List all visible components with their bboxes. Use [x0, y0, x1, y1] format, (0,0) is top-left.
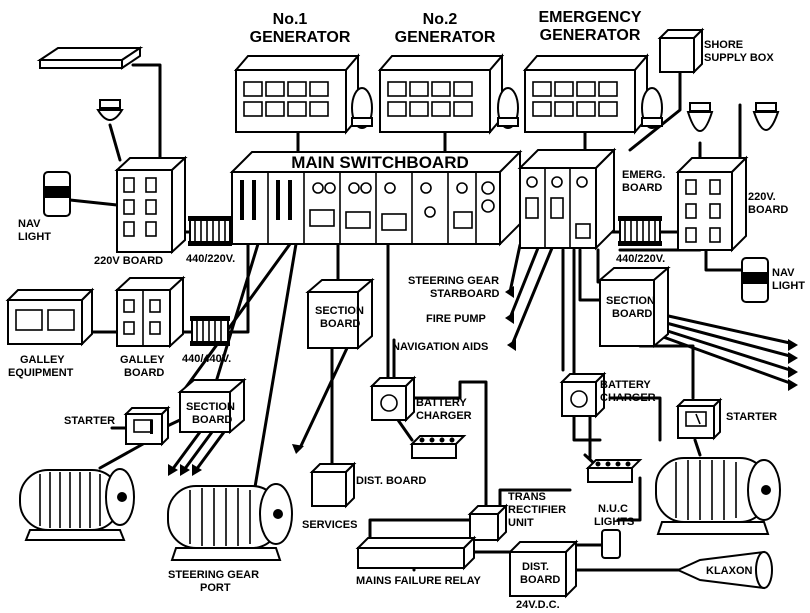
steering-starboard-label-2: STARBOARD — [430, 288, 500, 300]
galley-equipment-label-1: GALLEY — [20, 354, 65, 366]
steering-starboard-label-1: STEERING GEAR — [408, 275, 499, 287]
section-board-center-label-1: SECTION — [315, 305, 364, 317]
nav-light-left-label-2: LIGHT — [18, 231, 51, 243]
services-label: SERVICES — [302, 519, 357, 531]
shore-label-2: SUPPLY BOX — [704, 52, 774, 64]
emerg-gen-label-1: EMERGENCY — [538, 9, 641, 26]
battery-charger-right-label-2: CHARGER — [600, 392, 656, 404]
battery-charger-left — [372, 378, 414, 420]
dist-board-24v-label-2: BOARD — [520, 574, 560, 586]
board-220v-right — [678, 158, 746, 250]
trans-rectifier-unit — [470, 506, 506, 540]
emergency-board — [520, 150, 614, 248]
transformer-left-label: 440/220V. — [186, 253, 235, 265]
shore-supply-box — [660, 30, 702, 72]
trans-label-3: UNIT — [508, 517, 534, 529]
galley-board — [117, 278, 183, 346]
section-board-right-label-1: SECTION — [606, 295, 655, 307]
transformer-galley-label: 440/440V. — [182, 353, 231, 365]
nav-light-right — [742, 258, 768, 302]
gen2-label-2: GENERATOR — [395, 29, 496, 46]
starter-right — [678, 400, 720, 438]
trans-label-1: TRANS — [508, 491, 546, 503]
section-board-center-label-2: BOARD — [320, 318, 360, 330]
board-220v-right-label-1: 220V. — [748, 191, 776, 203]
lamp-globe-right-2 — [754, 103, 778, 130]
emerg-board-label-1: EMERG. — [622, 169, 665, 181]
generator-2 — [380, 56, 518, 132]
section-board-left-label-2: BOARD — [192, 414, 232, 426]
transformer-right — [618, 216, 662, 246]
fluorescent-light — [40, 48, 140, 68]
nav-light-right-label-2: LIGHT — [772, 280, 805, 292]
gen2-label-1: No.2 — [423, 11, 458, 28]
nav-light-left — [44, 172, 70, 216]
battery-charger-right-label-1: BATTERY — [600, 379, 651, 391]
starter-left — [126, 408, 168, 444]
steering-port-label-2: PORT — [200, 582, 231, 594]
motor-right — [656, 458, 780, 534]
lamp-globe-right-1 — [688, 103, 712, 131]
battery-left — [412, 436, 464, 458]
starter-right-label: STARTER — [726, 411, 777, 423]
generator-1 — [236, 56, 372, 132]
nav-light-right-label-1: NAV — [772, 267, 795, 279]
emerg-gen-label-2: GENERATOR — [540, 27, 641, 44]
galley-equipment — [8, 290, 92, 344]
transformer-left — [188, 216, 232, 246]
battery-charger-left-label-2: CHARGER — [416, 410, 472, 422]
galley-board-label-1: GALLEY — [120, 354, 165, 366]
battery-charger-right — [562, 374, 604, 416]
galley-board-label-2: BOARD — [124, 367, 164, 379]
nuc-label-1: N.U.C — [598, 503, 628, 515]
transformer-galley — [190, 316, 230, 346]
motor-left — [20, 469, 134, 540]
starter-left-label: STARTER — [64, 415, 115, 427]
nav-light-left-label-1: NAV — [18, 218, 41, 230]
board-220v-left-label: 220V BOARD — [94, 255, 163, 267]
nuc-label-2: LIGHTS — [594, 516, 634, 528]
dist-board-24v-label-1: DIST. — [522, 561, 549, 573]
battery-charger-left-label-1: BATTERY — [416, 397, 467, 409]
dist-board-center-label: DIST. BOARD — [356, 475, 426, 487]
nuc-light — [602, 530, 620, 558]
steering-port-label-1: STEERING GEAR — [168, 569, 259, 581]
gen1-label-2: GENERATOR — [250, 29, 351, 46]
gen1-label-1: No.1 — [273, 11, 308, 28]
emergency-generator — [525, 56, 662, 132]
dist-board-center — [312, 464, 354, 506]
mains-failure-relay-label: MAINS FAILURE RELAY — [356, 575, 482, 587]
navigation-aids-label: NAVIGATION AIDS — [392, 341, 488, 353]
battery-right — [588, 460, 640, 482]
fire-pump-label: FIRE PUMP — [426, 313, 486, 325]
mains-failure-relay — [358, 538, 474, 568]
emerg-board-label-2: BOARD — [622, 182, 662, 194]
trans-label-2: RECTIFIER — [508, 504, 566, 516]
section-board-right — [600, 268, 668, 346]
main-switchboard-label: MAIN SWITCHBOARD — [291, 153, 469, 172]
section-board-left-label-1: SECTION — [186, 401, 235, 413]
shore-label-1: SHORE — [704, 39, 743, 51]
dc-24v-label: 24V.D.C. — [516, 599, 560, 611]
board-220v-right-label-2: BOARD — [748, 204, 788, 216]
transformer-right-label: 440/220V. — [616, 253, 665, 265]
section-board-right-label-2: BOARD — [612, 308, 652, 320]
galley-equipment-label-2: EQUIPMENT — [8, 367, 74, 379]
lamp-globe-left — [98, 100, 122, 120]
motor-center — [168, 484, 292, 560]
klaxon-label: KLAXON — [706, 565, 753, 577]
board-220v-left — [117, 158, 185, 252]
